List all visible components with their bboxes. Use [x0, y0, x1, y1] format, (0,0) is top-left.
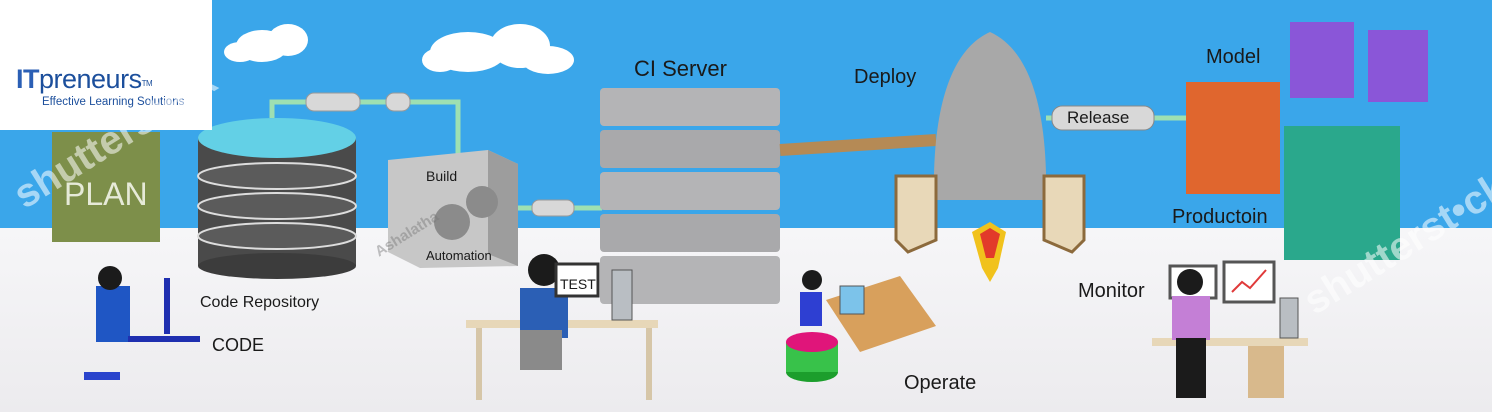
- code-repository-database: [197, 118, 357, 279]
- deploy-hose: [779, 134, 937, 156]
- cloud-1: [224, 24, 308, 62]
- operate-label: Operate: [904, 372, 977, 394]
- monitor-label: Monitor: [1078, 280, 1145, 302]
- release-label: Release: [1067, 108, 1130, 127]
- build-automation-box: [388, 150, 518, 268]
- logo-panel: ITpreneursTM Effective Learning Solution…: [0, 0, 212, 130]
- cloud-2: [422, 24, 574, 74]
- automation-label: Automation: [426, 248, 492, 263]
- test-label: TEST: [560, 276, 596, 292]
- code-label: CODE: [212, 335, 265, 355]
- pipe-repo-to-build: [269, 99, 461, 160]
- production-label: Productoin: [1172, 206, 1268, 228]
- code-repository-label: Code Repository: [200, 294, 320, 311]
- pipe-connector: [385, 92, 411, 112]
- operator-desk-figure: [786, 270, 936, 382]
- monitor-desk-figure: [1152, 260, 1308, 398]
- developer-coding-figure: [84, 266, 200, 380]
- model-servers: [1290, 22, 1428, 102]
- deploy-rocket: [894, 32, 1086, 282]
- logo-wordmark-it: IT: [16, 64, 40, 94]
- plan-board: [52, 132, 160, 242]
- pipe-connector: [305, 92, 361, 112]
- model-label: Model: [1206, 46, 1261, 68]
- plan-label: PLAN: [64, 176, 148, 212]
- deploy-label: Deploy: [854, 66, 917, 88]
- logo-trademark: TM: [141, 79, 153, 88]
- logo-tagline: Effective Learning Solutions: [42, 96, 185, 108]
- logo-wordmark: ITpreneursTM: [16, 64, 153, 95]
- logo-wordmark-rest: preneurs: [39, 64, 142, 94]
- production-server-teal: [1284, 126, 1400, 260]
- pipe-connector: [531, 199, 575, 217]
- ci-server-stack: [600, 88, 780, 304]
- release-pill: [1051, 105, 1155, 131]
- ci-server-label: CI Server: [634, 56, 727, 81]
- build-label: Build: [426, 168, 458, 184]
- tester-desk-figure: [466, 254, 658, 400]
- production-server-orange: [1186, 82, 1280, 194]
